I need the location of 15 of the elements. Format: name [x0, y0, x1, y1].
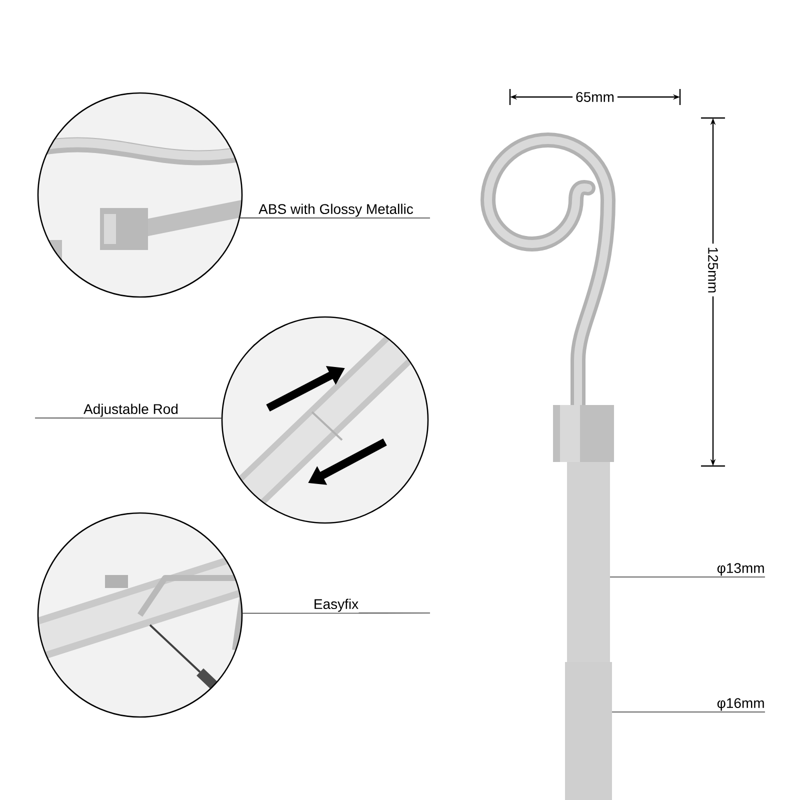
label-text: Adjustable Rod	[84, 404, 178, 417]
rod-tube	[565, 662, 612, 800]
leader-line	[242, 612, 430, 614]
label-text: φ16mm	[717, 698, 764, 711]
rod-tube	[567, 462, 610, 662]
detail-photo	[37, 512, 243, 718]
label-text: Easyfix	[314, 598, 358, 612]
detail-photo	[37, 92, 243, 298]
dimension-label: 65mm	[572, 89, 618, 105]
leader-line	[34, 418, 222, 419]
leader-line	[610, 576, 766, 578]
label-text: ABS with Glossy Metallic	[258, 204, 414, 217]
dimension-label: 125mm	[705, 244, 721, 296]
detail-photo	[221, 316, 429, 524]
label-text: φ13mm	[717, 563, 764, 576]
